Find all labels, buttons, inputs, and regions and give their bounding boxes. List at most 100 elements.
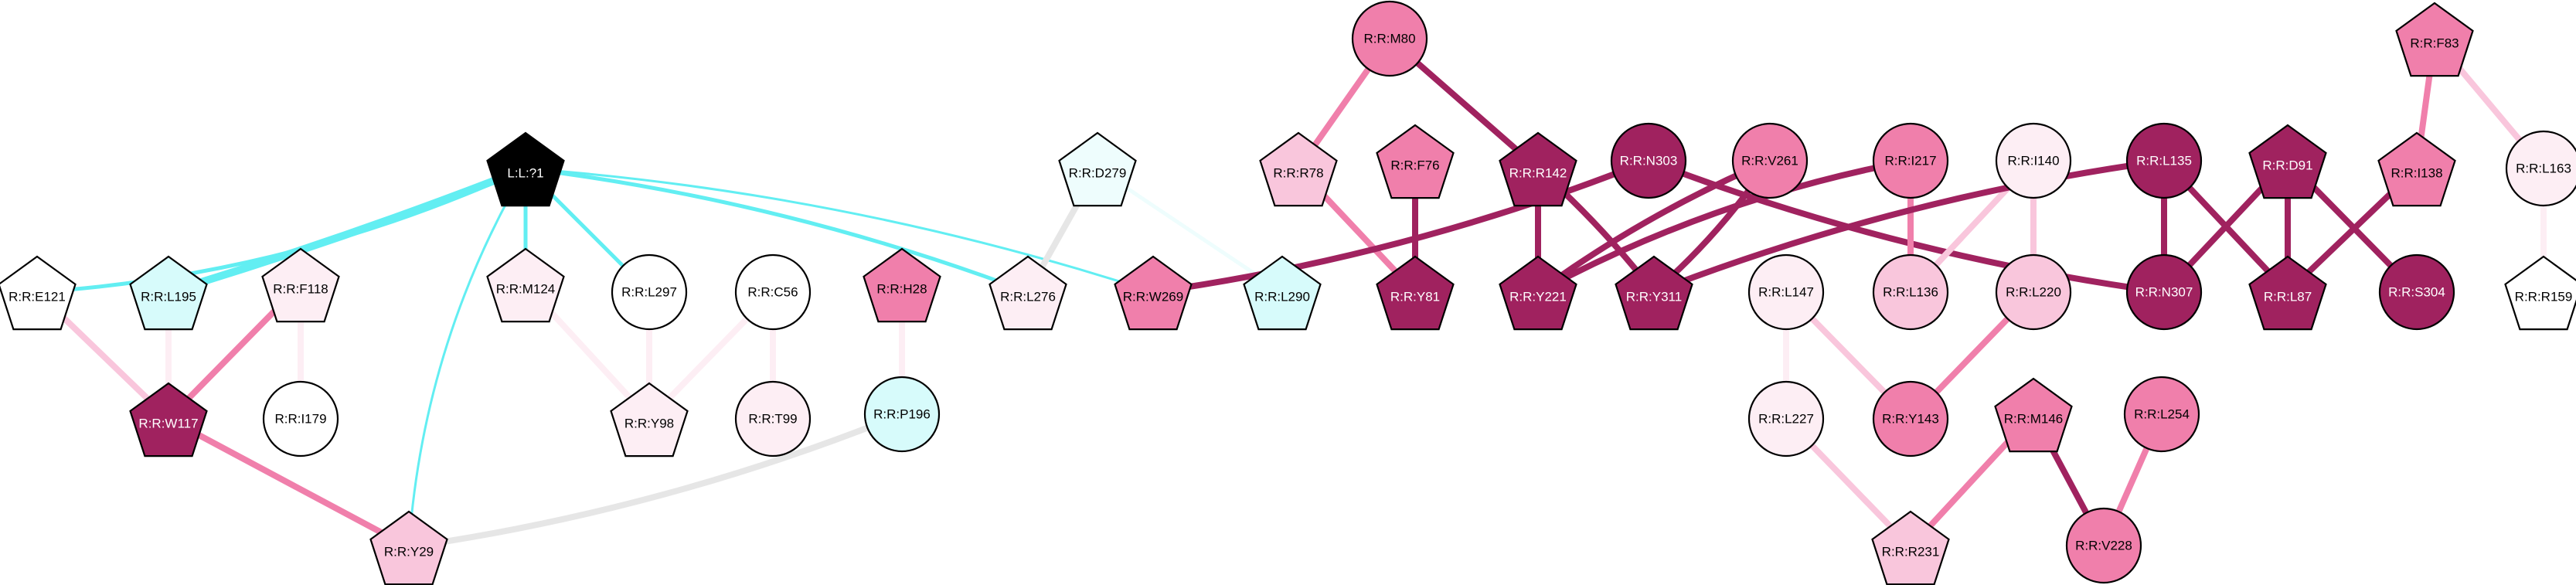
node-y98[interactable]: R:R:Y98: [610, 382, 689, 457]
node-label: R:R:L87: [2264, 290, 2312, 304]
node-s304[interactable]: R:R:S304: [2378, 253, 2455, 331]
node-m146[interactable]: R:R:M146: [1994, 377, 2073, 453]
node-label: L:L:?1: [507, 166, 543, 181]
node-label: R:R:V228: [2075, 539, 2132, 553]
node-pentagon-shape: [1499, 255, 1577, 331]
node-l136[interactable]: R:R:L136: [1872, 253, 1949, 331]
node-t99[interactable]: R:R:T99: [734, 380, 812, 457]
node-label: R:R:L147: [1758, 285, 1814, 300]
node-circle-shape: [1872, 253, 1949, 331]
node-y221[interactable]: R:R:Y221: [1499, 255, 1577, 331]
node-circle-shape: [1872, 122, 1949, 199]
edge-n303-w269: [1150, 158, 1652, 295]
node-pentagon-shape: [1994, 377, 2073, 453]
node-l163[interactable]: R:R:L163: [2505, 130, 2576, 207]
node-pentagon-shape: [129, 255, 208, 331]
node-pentagon-shape: [486, 247, 565, 323]
node-label: R:R:N303: [1620, 154, 1678, 168]
node-circle-shape: [1747, 253, 1825, 331]
node-i217[interactable]: R:R:I217: [1872, 122, 1949, 199]
node-pentagon-shape: [1376, 255, 1455, 331]
node-n307[interactable]: R:R:N307: [2125, 253, 2203, 331]
node-pentagon-shape: [610, 382, 689, 457]
node-l220[interactable]: R:R:L220: [1995, 253, 2072, 331]
node-circle-shape: [2378, 253, 2455, 331]
node-circle-shape: [1747, 380, 1825, 457]
node-i138[interactable]: R:R:I138: [2377, 131, 2456, 207]
node-label: R:R:Y98: [624, 417, 674, 431]
node-l276[interactable]: R:R:L276: [989, 255, 1067, 331]
node-l290[interactable]: R:R:L290: [1243, 255, 1322, 331]
node-l195[interactable]: R:R:L195: [129, 255, 208, 331]
node-label: R:R:I140: [2007, 154, 2059, 168]
node-pentagon-shape: [2248, 255, 2327, 331]
node-w117[interactable]: R:R:W117: [129, 382, 208, 457]
node-circle-shape: [1610, 122, 1687, 199]
node-c56[interactable]: R:R:C56: [734, 253, 812, 331]
node-pentagon-shape: [1376, 124, 1455, 199]
node-i179[interactable]: R:R:I179: [262, 380, 339, 457]
node-circle-shape: [734, 380, 812, 457]
node-label: R:R:Y143: [1882, 412, 1939, 427]
node-pentagon-shape: [989, 255, 1067, 331]
node-l87[interactable]: R:R:L87: [2248, 255, 2327, 331]
node-p196[interactable]: R:R:P196: [863, 376, 941, 453]
node-l71[interactable]: L:L:?1: [486, 131, 565, 207]
node-label: R:R:Y81: [1390, 290, 1440, 304]
node-f118[interactable]: R:R:F118: [261, 247, 340, 323]
node-n303[interactable]: R:R:N303: [1610, 122, 1687, 199]
node-pentagon-shape: [2395, 2, 2474, 77]
node-y311[interactable]: R:R:Y311: [1615, 255, 1693, 331]
node-circle-shape: [1995, 253, 2072, 331]
node-v261[interactable]: R:R:V261: [1731, 122, 1809, 199]
node-pentagon-shape: [486, 131, 565, 207]
node-circle-shape: [2125, 253, 2203, 331]
node-l227[interactable]: R:R:L227: [1747, 380, 1825, 457]
node-m124[interactable]: R:R:M124: [486, 247, 565, 323]
node-circle-shape: [611, 253, 688, 331]
node-l147[interactable]: R:R:L147: [1747, 253, 1825, 331]
node-r231[interactable]: R:R:R231: [1871, 510, 1950, 585]
node-label: R:R:D279: [1069, 166, 1127, 181]
node-label: R:R:P196: [873, 407, 931, 422]
node-pentagon-shape: [1499, 131, 1577, 207]
node-h28[interactable]: R:R:H28: [863, 247, 941, 323]
edge-w117-y29: [165, 416, 412, 550]
node-r142[interactable]: R:R:R142: [1499, 131, 1577, 207]
node-label: R:R:D91: [2262, 158, 2312, 173]
node-circle-shape: [1351, 0, 1428, 77]
node-circle-shape: [1731, 122, 1809, 199]
node-r159[interactable]: R:R:R159: [2504, 255, 2576, 331]
node-v228[interactable]: R:R:V228: [2065, 507, 2142, 584]
edge-i217-y221: [1535, 158, 1914, 295]
node-pentagon-shape: [0, 255, 77, 331]
node-e121[interactable]: R:R:E121: [0, 255, 77, 331]
node-label: R:R:L227: [1758, 412, 1814, 427]
node-label: R:R:L254: [2134, 407, 2190, 422]
node-label: R:R:L163: [2516, 162, 2571, 176]
node-l254[interactable]: R:R:L254: [2123, 376, 2200, 453]
node-l297[interactable]: R:R:L297: [611, 253, 688, 331]
node-label: R:R:L136: [1883, 285, 1938, 300]
node-pentagon-shape: [1615, 255, 1693, 331]
node-d91[interactable]: R:R:D91: [2248, 124, 2327, 199]
node-f83[interactable]: R:R:F83: [2395, 2, 2474, 77]
node-d279[interactable]: R:R:D279: [1058, 131, 1137, 207]
node-i140[interactable]: R:R:I140: [1995, 122, 2072, 199]
node-label: R:R:R159: [2515, 290, 2573, 304]
node-r78[interactable]: R:R:R78: [1259, 131, 1338, 207]
node-f76[interactable]: R:R:F76: [1376, 124, 1455, 199]
node-label: R:R:M124: [496, 282, 556, 297]
node-label: R:R:V261: [1741, 154, 1798, 168]
node-y81[interactable]: R:R:Y81: [1376, 255, 1455, 331]
node-y143[interactable]: R:R:Y143: [1872, 380, 1949, 457]
node-l135[interactable]: R:R:L135: [2125, 122, 2203, 199]
node-pentagon-shape: [1058, 131, 1137, 207]
node-circle-shape: [734, 253, 812, 331]
node-y29[interactable]: R:R:Y29: [369, 510, 448, 585]
node-w269[interactable]: R:R:W269: [1114, 255, 1193, 331]
node-pentagon-shape: [1871, 510, 1950, 585]
node-m80[interactable]: R:R:M80: [1351, 0, 1428, 77]
